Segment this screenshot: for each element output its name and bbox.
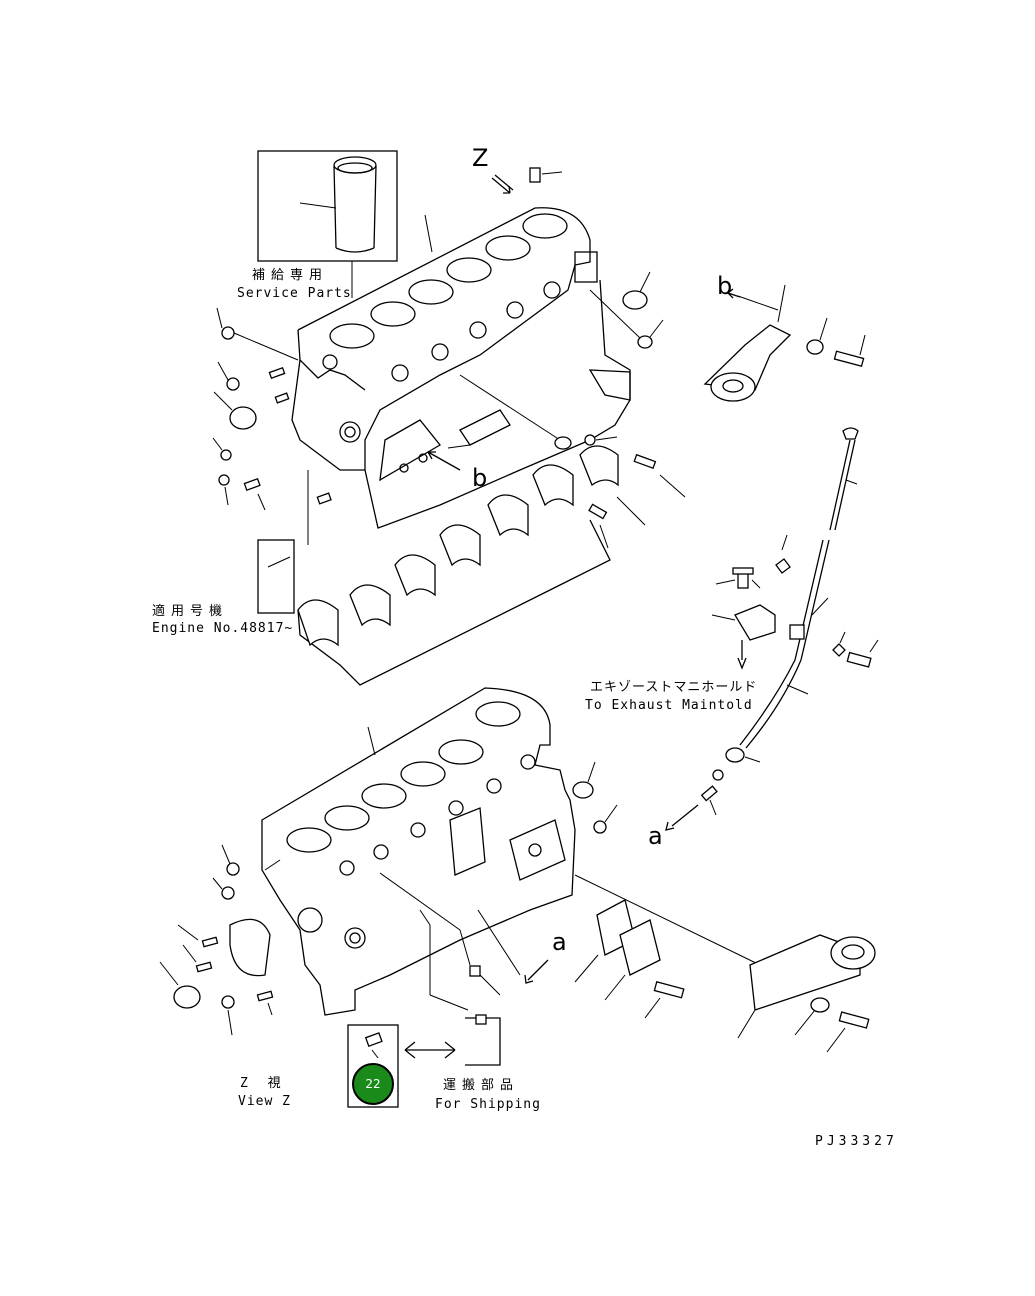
view-z-box [347, 1024, 456, 1108]
engine-no-en: Engine No.48817~ [152, 621, 294, 636]
bearing-caps [297, 445, 619, 686]
dipstick [725, 427, 859, 763]
shipping-en: For Shipping [435, 1097, 541, 1112]
engine-no-box [257, 539, 295, 614]
exhaust-jp: エキゾーストマニホールド [590, 680, 758, 695]
callout-badge[interactable]: 22 [352, 1063, 394, 1105]
z-arrow [491, 174, 514, 194]
letter-a-mid: a [552, 928, 567, 956]
exhaust-bracket [711, 534, 879, 670]
upper-engine-block [291, 207, 631, 529]
lower-engine-block [229, 687, 761, 1016]
right-parts-upper [529, 167, 686, 549]
letter-z: Z [472, 144, 489, 172]
view-z-en: View Z [238, 1094, 291, 1109]
letter-b-right: b [717, 272, 733, 300]
shipping-jp: 運搬部品 [443, 1078, 520, 1093]
bracket-b [703, 284, 866, 402]
b-arrow [427, 451, 461, 471]
left-parts [212, 307, 332, 511]
service-parts-box [257, 150, 398, 298]
shipping-box [465, 1014, 501, 1066]
lower-right-parts [469, 761, 724, 1019]
service-parts-jp: 補給専用 [252, 268, 329, 283]
lower-bracket [737, 934, 876, 1053]
exhaust-en: To Exhaust Maintold [585, 698, 753, 713]
lower-left-parts [159, 844, 274, 1036]
service-parts-en: Service Parts [237, 286, 352, 301]
letter-b-upper: b [472, 464, 488, 492]
view-z-jp: Z 視 [240, 1076, 287, 1091]
engine-no-jp: 適用号機 [152, 604, 229, 619]
drawing-number: PJ33327 [815, 1134, 898, 1149]
letter-a-lower: a [648, 822, 663, 850]
